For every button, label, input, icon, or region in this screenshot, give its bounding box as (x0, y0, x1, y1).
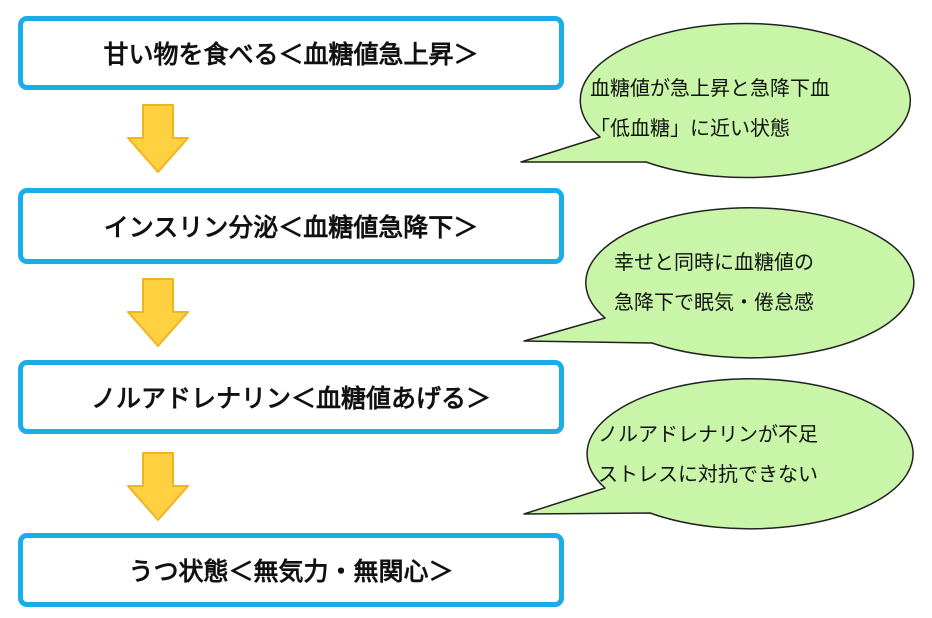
step-box-1: 甘い物を食べる＜血糖値急上昇＞ (18, 16, 564, 90)
down-arrow-icon (127, 104, 189, 173)
note-text-1: 血糖値が急上昇と急降下血 「低血糖」に近い状態 (590, 68, 830, 148)
note-line: 急降下で眠気・倦怠感 (614, 290, 814, 314)
speech-bubble-1 (520, 22, 911, 179)
note-line: 幸せと同時に血糖値の (614, 250, 814, 274)
step-box-3: ノルアドレナリン＜血糖値あげる＞ (18, 360, 564, 434)
note-line: 血糖値が急上昇と急降下血 (590, 76, 830, 100)
note-text-2: 幸せと同時に血糖値の 急降下で眠気・倦怠感 (614, 242, 814, 322)
step-label: 甘い物を食べる＜血糖値急上昇＞ (103, 40, 479, 69)
step-box-4: うつ状態＜無気力・無関心＞ (18, 533, 564, 607)
down-arrow-icon (127, 278, 189, 347)
step-label: ノルアドレナリン＜血糖値あげる＞ (90, 384, 491, 413)
speech-bubble-2 (523, 207, 915, 359)
speech-bubble-3 (523, 378, 914, 530)
note-line: 「低血糖」に近い状態 (590, 116, 790, 140)
note-line: ノルアドレナリンが不足 (598, 422, 818, 446)
step-label: うつ状態＜無気力・無関心＞ (128, 557, 454, 586)
note-line: ストレスに対抗できない (598, 462, 818, 486)
step-box-2: インスリン分泌＜血糖値急降下＞ (18, 188, 564, 264)
note-text-3: ノルアドレナリンが不足 ストレスに対抗できない (598, 414, 818, 494)
step-label: インスリン分泌＜血糖値急降下＞ (103, 213, 479, 242)
down-arrow-icon (127, 452, 189, 521)
